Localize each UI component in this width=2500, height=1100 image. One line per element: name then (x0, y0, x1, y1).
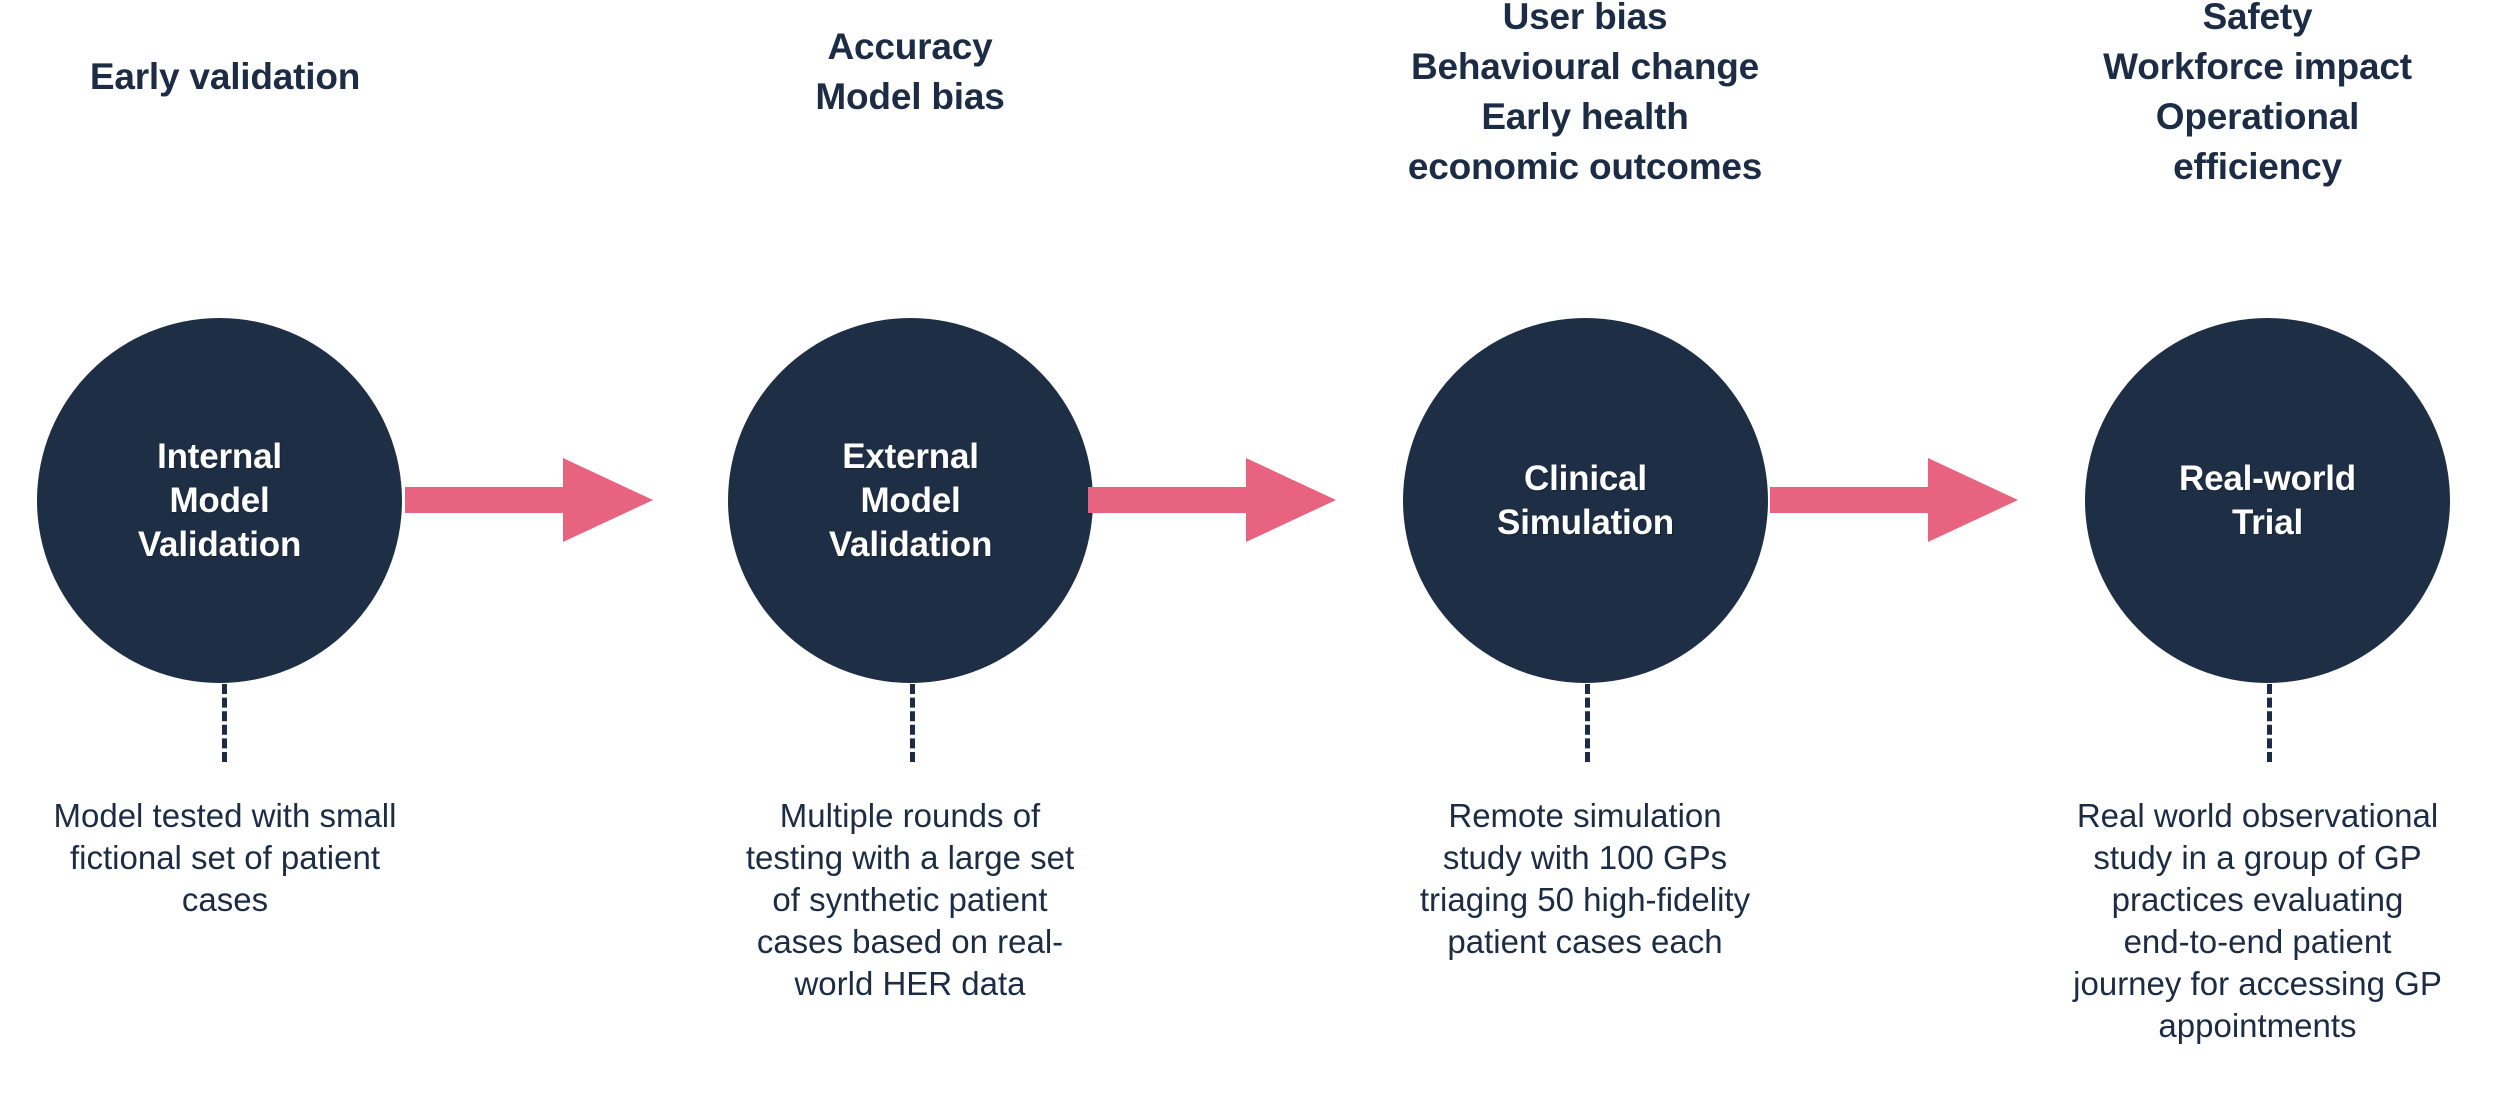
stage-clinical-simulation: User bias Behavioural change Early healt… (1330, 0, 1840, 1100)
criteria-list-stage-4: Safety Workforce impact Operational effi… (2015, 0, 2500, 192)
stage-circle-clinical-simulation[interactable]: Clinical Simulation (1403, 318, 1768, 683)
description-line: appointments (2158, 1007, 2357, 1044)
description-line: cases based on real- (756, 923, 1064, 960)
criteria-item: Behavioural change (1410, 46, 1759, 87)
stage-circle-label-line: Trial (2232, 502, 2303, 542)
stage-circle-label-line: Internal (157, 436, 282, 476)
description-line: end-to-end patient (2123, 923, 2392, 960)
criteria-item: economic outcomes (1407, 146, 1763, 187)
description-line: Multiple rounds of (779, 797, 1041, 834)
criteria-item: Operational (2155, 96, 2360, 137)
description-stage-4: Real world observational study in a grou… (2010, 795, 2500, 1047)
stage-circle-label-line: Validation (137, 524, 302, 564)
description-line: Remote simulation (1448, 797, 1722, 834)
description-line: world HER data (794, 965, 1026, 1002)
description-line: journey for accessing GP (2073, 965, 2442, 1002)
description-line: testing with a large set (745, 839, 1075, 876)
description-line: patient cases each (1447, 923, 1723, 960)
stage-circle-label-line: Simulation (1497, 502, 1674, 542)
stage-circle-label-line: Validation (828, 524, 993, 564)
criteria-list-stage-1: Early validation (0, 52, 450, 102)
description-line: study in a group of GP (2093, 839, 2422, 876)
criteria-item: Safety (2202, 0, 2313, 37)
criteria-item: Early health (1481, 96, 1689, 137)
criteria-list-stage-2: Accuracy Model bias (660, 22, 1160, 122)
stage-circle-real-world-trial[interactable]: Real-world Trial (2085, 318, 2450, 683)
stage-circle-label: Real-world Trial (2179, 457, 2356, 545)
stage-internal-model-validation: Early validation Internal Model Validati… (0, 0, 450, 1100)
description-stage-3: Remote simulation study with 100 GPs tri… (1335, 795, 1835, 963)
description-line: study with 100 GPs (1442, 839, 1728, 876)
criteria-item: Workforce impact (2103, 46, 2412, 87)
description-stage-2: Multiple rounds of testing with a large … (670, 795, 1150, 1005)
stage-circle-label-line: Model (860, 480, 961, 520)
description-line: cases (181, 881, 269, 918)
description-line: practices evaluating (2111, 881, 2404, 918)
stage-circle-label: Internal Model Validation (137, 435, 302, 567)
stage-circle-label-line: Real-world (2179, 458, 2356, 498)
description-line: triaging 50 high-fidelity (1419, 881, 1751, 918)
description-line: Real world observational (2076, 797, 2439, 834)
flow-arrow-1 (405, 458, 653, 542)
dashed-connector-stage-3 (1585, 684, 1590, 762)
stage-circle-label-line: Clinical (1524, 458, 1647, 498)
stage-circle-label-line: Model (169, 480, 270, 520)
description-line: Model tested with small (53, 797, 397, 834)
criteria-item: efficiency (2173, 146, 2342, 187)
flow-arrow-3 (1770, 458, 2018, 542)
description-line: fictional set of patient (69, 839, 381, 876)
criteria-item: Model bias (815, 76, 1005, 117)
stage-circle-label: External Model Validation (828, 435, 993, 567)
criteria-item: Accuracy (827, 26, 993, 67)
dashed-connector-stage-1 (222, 684, 227, 762)
stage-circle-internal-model-validation[interactable]: Internal Model Validation (37, 318, 402, 683)
criteria-list-stage-3: User bias Behavioural change Early healt… (1330, 0, 1840, 192)
dashed-connector-stage-2 (910, 684, 915, 762)
description-line: of synthetic patient (772, 881, 1048, 918)
stage-circle-label: Clinical Simulation (1497, 457, 1674, 545)
criteria-item: Early validation (89, 56, 361, 97)
stage-circle-external-model-validation[interactable]: External Model Validation (728, 318, 1093, 683)
stage-real-world-trial: Safety Workforce impact Operational effi… (2015, 0, 2500, 1100)
criteria-item: User bias (1502, 0, 1668, 37)
dashed-connector-stage-4 (2267, 684, 2272, 762)
description-stage-1: Model tested with small fictional set of… (0, 795, 455, 921)
stage-external-model-validation: Accuracy Model bias External Model Valid… (660, 0, 1160, 1100)
flow-arrow-2 (1088, 458, 1336, 542)
stage-circle-label-line: External (842, 436, 979, 476)
